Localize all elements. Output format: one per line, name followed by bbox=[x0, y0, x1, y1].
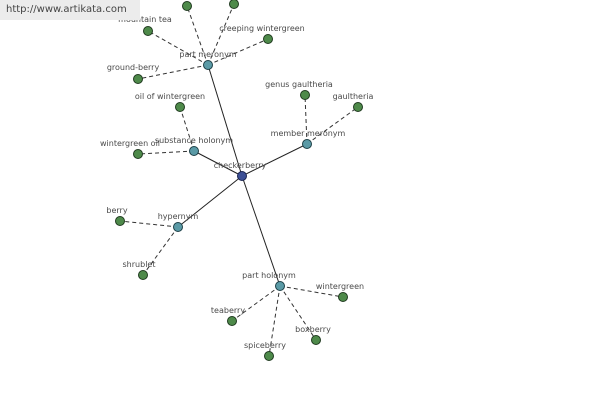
relation-node-substance-holonym[interactable] bbox=[189, 146, 199, 156]
leaf-node-part-meronym-3[interactable] bbox=[182, 1, 192, 11]
leaf-node-ground-berry[interactable] bbox=[133, 74, 143, 84]
leaf-label-gaultheria: gaultheria bbox=[333, 92, 374, 101]
leaf-label-mountain-tea: mountain tea bbox=[118, 15, 172, 24]
relation-label-hypernym: hypernym bbox=[158, 212, 199, 221]
edge-part-meronym-to-leaf-1 bbox=[207, 38, 269, 66]
leaf-node-wintergreen-oil[interactable] bbox=[133, 149, 143, 159]
leaf-label-shrublet: shrublet bbox=[123, 260, 156, 269]
leaf-label-creeping-wintergreen: creeping wintergreen bbox=[219, 24, 305, 33]
leaf-label-boxberry: boxberry bbox=[295, 325, 331, 334]
leaf-label-wintergreen: wintergreen bbox=[316, 282, 364, 291]
relation-node-part-holonym[interactable] bbox=[275, 281, 285, 291]
leaf-label-genus-gaultheria: genus gaultheria bbox=[265, 80, 333, 89]
edge-hypernym-to-leaf-0 bbox=[119, 220, 179, 228]
edge-part-holonym-to-leaf-1 bbox=[231, 285, 281, 322]
edge-part-holonym-to-leaf-0 bbox=[279, 285, 344, 298]
leaf-node-berry[interactable] bbox=[115, 216, 125, 226]
leaf-node-shrublet[interactable] bbox=[138, 270, 148, 280]
leaf-node-wintergreen[interactable] bbox=[338, 292, 348, 302]
edge-part-meronym-to-leaf-2 bbox=[137, 64, 209, 80]
leaf-node-part-meronym-4[interactable] bbox=[229, 0, 239, 9]
edge-substance-holonym-to-leaf-1 bbox=[137, 150, 195, 155]
edge-center-to-part-holonym bbox=[241, 175, 281, 287]
edge-center-to-hypernym bbox=[177, 175, 243, 228]
labels-layer: mountain tea creeping wintergreen ground-b… bbox=[100, 15, 374, 350]
leaf-label-berry: berry bbox=[106, 206, 127, 215]
edge-member-meronym-to-leaf-1 bbox=[306, 106, 359, 145]
leaf-node-teaberry[interactable] bbox=[227, 316, 237, 326]
leaf-node-genus-gaultheria[interactable] bbox=[300, 90, 310, 100]
relation-label-part-holonym: part holonym bbox=[242, 271, 296, 280]
edge-part-meronym-to-leaf-0 bbox=[147, 30, 209, 66]
relation-label-part-meronym: part meronym bbox=[179, 50, 236, 59]
relation-node-hypernym[interactable] bbox=[173, 222, 183, 232]
edge-member-meronym-to-leaf-0 bbox=[304, 94, 308, 145]
nodes-layer bbox=[115, 0, 363, 361]
leaf-node-gaultheria[interactable] bbox=[353, 102, 363, 112]
leaf-node-creeping-wintergreen[interactable] bbox=[263, 34, 273, 44]
center-label-checkerberry: checkerberry bbox=[214, 161, 267, 170]
leaf-label-spiceberry: spiceberry bbox=[244, 341, 286, 350]
edges-layer bbox=[119, 3, 359, 357]
edge-part-holonym-to-leaf-3 bbox=[268, 285, 281, 357]
leaf-label-wintergreen-oil: wintergreen oil bbox=[100, 139, 160, 148]
source-url-banner[interactable]: http://www.artikata.com bbox=[0, 0, 140, 20]
edge-part-meronym-to-leaf-3 bbox=[186, 5, 209, 66]
edge-center-to-substance-holonym bbox=[193, 150, 243, 177]
relation-node-member-meronym[interactable] bbox=[302, 139, 312, 149]
edge-part-holonym-to-leaf-2 bbox=[279, 285, 317, 341]
leaf-node-boxberry[interactable] bbox=[311, 335, 321, 345]
leaf-label-ground-berry: ground-berry bbox=[107, 63, 160, 72]
leaf-node-spiceberry[interactable] bbox=[264, 351, 274, 361]
relation-node-part-meronym[interactable] bbox=[203, 60, 213, 70]
relation-label-substance-holonym: substance holonym bbox=[155, 136, 233, 145]
relation-label-member-meronym: member meronym bbox=[271, 129, 346, 138]
center-node-checkerberry[interactable] bbox=[237, 171, 247, 181]
edge-hypernym-to-leaf-1 bbox=[142, 226, 179, 276]
edge-substance-holonym-to-leaf-0 bbox=[179, 106, 195, 152]
leaf-label-oil-of-wintergreen: oil of wintergreen bbox=[135, 92, 205, 101]
edge-center-to-part-meronym bbox=[207, 64, 243, 177]
leaf-node-mountain-tea[interactable] bbox=[143, 26, 153, 36]
edge-center-to-member-meronym bbox=[241, 143, 308, 177]
leaf-node-oil-of-wintergreen[interactable] bbox=[175, 102, 185, 112]
leaf-label-teaberry: teaberry bbox=[211, 306, 245, 315]
